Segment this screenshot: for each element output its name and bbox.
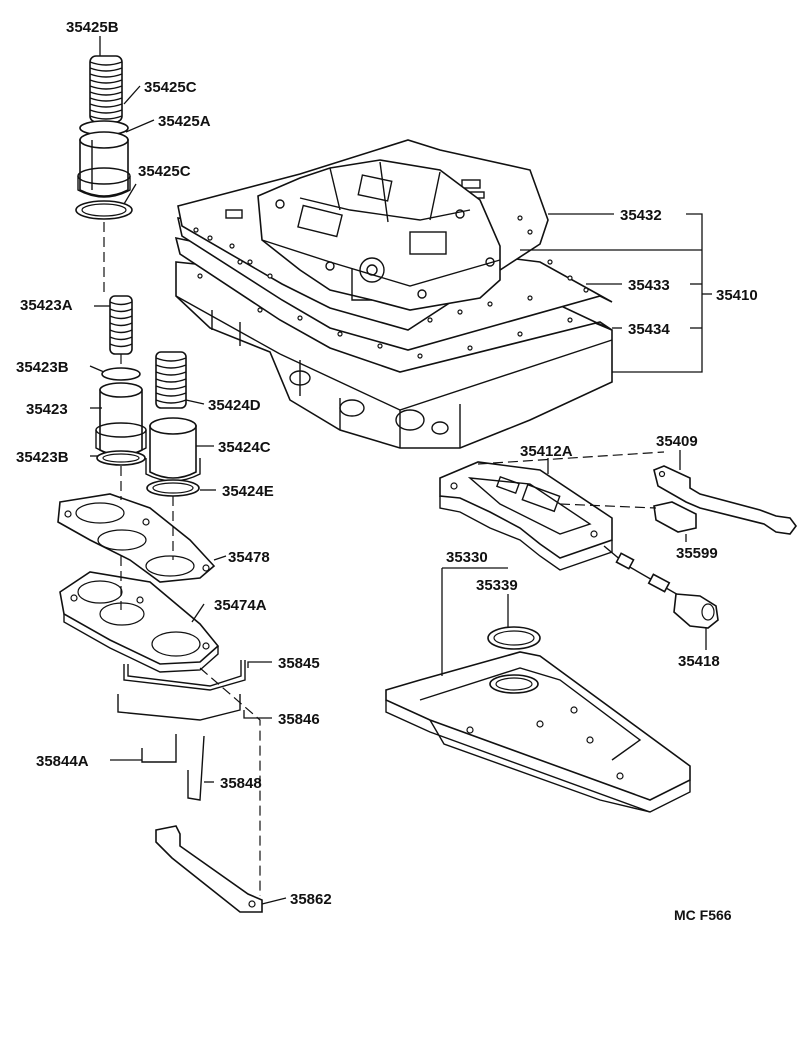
pipe-35846[interactable] (117, 694, 241, 721)
plate-35599[interactable] (653, 501, 697, 533)
label-35424D[interactable]: 35424D (208, 397, 261, 414)
diagram-code: MC F566 (674, 907, 732, 923)
label-35330[interactable]: 35330 (446, 549, 488, 566)
label-35846[interactable]: 35846 (278, 711, 320, 728)
spring-35424D[interactable] (155, 351, 187, 409)
label-35425B[interactable]: 35425B (66, 19, 119, 36)
wire-harness-35418[interactable] (603, 545, 719, 629)
label-35412A[interactable]: 35412A (520, 443, 573, 460)
label-35423B-bottom[interactable]: 35423B (16, 449, 69, 466)
cover-35474A[interactable] (59, 571, 220, 673)
label-35425A[interactable]: 35425A (158, 113, 211, 130)
pipe-35844A[interactable] (141, 734, 177, 763)
label-35409[interactable]: 35409 (656, 433, 698, 450)
label-35432[interactable]: 35432 (620, 207, 662, 224)
ring-35424E[interactable] (146, 479, 200, 497)
ring-35423B-lower[interactable] (96, 450, 146, 466)
label-35478[interactable]: 35478 (228, 549, 270, 566)
label-35599[interactable]: 35599 (676, 545, 718, 562)
label-35433[interactable]: 35433 (628, 277, 670, 294)
piston-35425A[interactable] (77, 120, 131, 198)
label-35423A[interactable]: 35423A (20, 297, 73, 314)
label-35424E[interactable]: 35424E (222, 483, 274, 500)
valve-body-assembly-35410[interactable] (174, 139, 613, 449)
label-35845[interactable]: 35845 (278, 655, 320, 672)
label-35410[interactable]: 35410 (716, 287, 758, 304)
label-35425C-bottom[interactable]: 35425C (138, 163, 191, 180)
part-labels: 35425B 35425C 35425A 35425C 35423A 35423… (16, 19, 758, 923)
label-35474A[interactable]: 35474A (214, 597, 267, 614)
label-35424C[interactable]: 35424C (218, 439, 271, 456)
pipe-35848[interactable] (187, 735, 205, 801)
label-35425C-top[interactable]: 35425C (144, 79, 197, 96)
piston-35424C[interactable] (145, 417, 201, 482)
label-35418[interactable]: 35418 (678, 653, 720, 670)
label-35423B-top[interactable]: 35423B (16, 359, 69, 376)
spring-35425B[interactable] (89, 55, 123, 123)
gasket-35478[interactable] (57, 493, 216, 583)
label-35848[interactable]: 35848 (220, 775, 262, 792)
alignment-lines-left (103, 222, 261, 896)
clamp-35409[interactable] (653, 465, 797, 535)
piston-35423[interactable] (95, 382, 147, 457)
leader-lines (89, 36, 712, 905)
ring-35425C-lower[interactable] (75, 200, 133, 220)
alignment-lines-solenoid (477, 451, 665, 509)
label-35434[interactable]: 35434 (628, 321, 670, 338)
label-35844A[interactable]: 35844A (36, 753, 89, 770)
label-35862[interactable]: 35862 (290, 891, 332, 908)
pipe-35845[interactable] (123, 660, 246, 691)
solenoid-35412A[interactable] (439, 461, 613, 571)
ring-35423B-upper[interactable] (101, 367, 141, 381)
o-ring-35339[interactable] (487, 626, 541, 650)
spring-35423A[interactable] (109, 295, 133, 355)
oil-strainer-35330[interactable] (385, 651, 691, 813)
label-35423[interactable]: 35423 (26, 401, 68, 418)
bracket-35862[interactable] (155, 825, 263, 913)
label-35339[interactable]: 35339 (476, 577, 518, 594)
